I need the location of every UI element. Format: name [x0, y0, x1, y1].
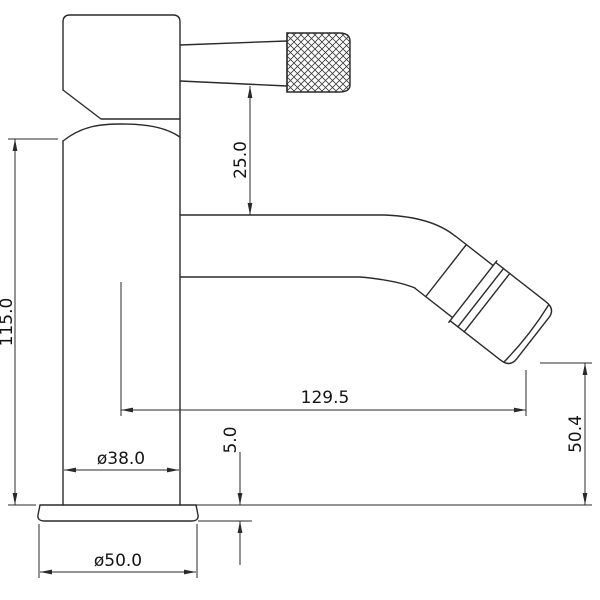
dim-base-height: 5.0: [198, 426, 252, 565]
spray-step-face: [448, 260, 498, 323]
spout-bottom: [179, 276, 416, 289]
dim-label-base-diameter: ø50.0: [94, 551, 142, 571]
dim-label-base-height: 5.0: [221, 426, 241, 453]
dim-body-diameter: ø38.0: [64, 449, 179, 473]
dim-label-body-diameter: ø38.0: [97, 449, 145, 469]
aerator-body: [449, 261, 553, 365]
dim-base-diameter: ø50.0: [38, 524, 198, 578]
spray-head: [413, 235, 553, 365]
aerator-ring-1: [457, 267, 505, 328]
handle-body: [62, 14, 181, 506]
spray-neck-ring: [425, 243, 468, 298]
dim-label-handle-clearance: 25.0: [231, 141, 251, 179]
dim-label-outlet-height: 50.4: [566, 415, 586, 453]
faucet-outline: [37, 14, 592, 522]
dim-outlet-height: 50.4: [540, 362, 592, 505]
dim-label-spout-reach: 129.5: [301, 388, 350, 408]
handle-body-chamfer: [62, 89, 181, 120]
handle-lever-top: [179, 40, 288, 46]
dim-spout-reach: 129.5: [120, 282, 527, 416]
dim-handle-clearance: 25.0: [231, 86, 253, 215]
spout-top: [179, 214, 456, 237]
knurled-grip: [286, 32, 351, 93]
base-plate: [37, 504, 199, 522]
spray-neck-bottom: [413, 287, 454, 319]
dim-total-height: 115.0: [0, 138, 58, 506]
handle-lever-bottom: [179, 80, 288, 87]
aerator-end-face: [503, 304, 550, 363]
aerator-ring-2: [463, 272, 511, 333]
body-collar-curve: [62, 123, 181, 142]
dim-label-total-height: 115.0: [0, 298, 17, 347]
spray-neck-top: [454, 235, 494, 267]
